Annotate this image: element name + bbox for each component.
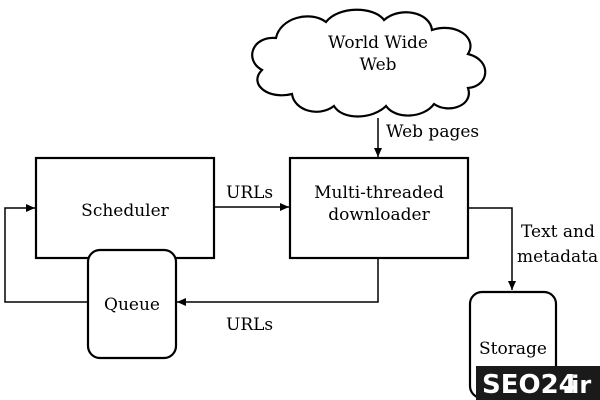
downloader-box [288,156,470,260]
queue-label: Queue [104,295,160,315]
edge-label-urls-top: URLs [226,183,273,203]
watermark-background [476,366,600,400]
cloud-shape [251,8,487,118]
cloud-label-line1: World Wide [328,33,428,53]
arrow-queue-to-scheduler [4,204,88,303]
edge-label-metadata: metadata [517,247,598,267]
world-wide-web-cloud: World Wide Web [251,8,487,118]
watermark-suffix: .ir [562,371,591,399]
watermark-text: SEO24 [482,370,577,400]
downloader-label-line2: downloader [328,205,430,225]
cloud-label-line2: Web [359,55,396,75]
scheduler-box [34,156,216,260]
edge-label-text-and: Text and [521,222,595,242]
downloader-label-line1: Multi-threaded [314,183,444,203]
arrow-downloader-to-storage [468,207,516,290]
edge-label-web-pages: Web pages [386,122,479,142]
arrow-downloader-to-queue [177,258,379,306]
storage-label: Storage [479,339,547,359]
queue-box [86,248,178,360]
seo24-watermark: SEO24 .ir [476,366,600,400]
scheduler-label: Scheduler [81,201,170,221]
edge-label-urls-bottom: URLs [226,315,273,335]
